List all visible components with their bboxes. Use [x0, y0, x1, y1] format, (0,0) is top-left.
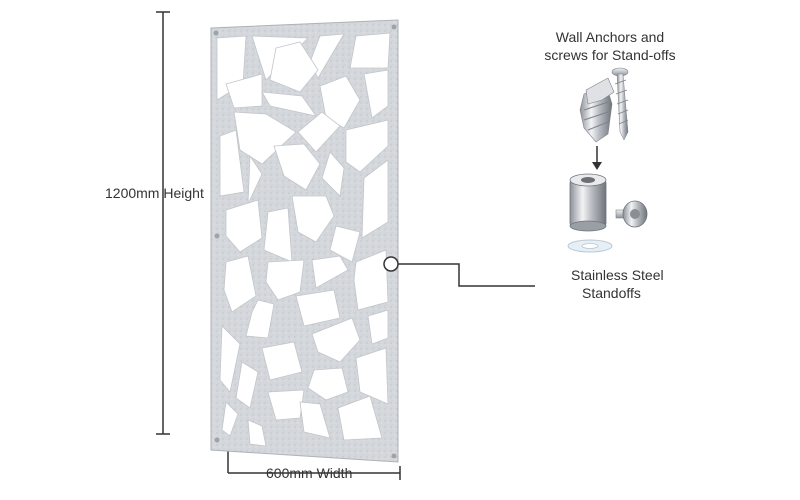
mounting-hole	[391, 24, 397, 30]
standoff-icon	[569, 173, 607, 232]
screen-panel	[210, 19, 399, 463]
standoffs-label-line1: Stainless Steel	[571, 267, 664, 283]
standoffs-label-line2: Standoffs	[582, 285, 641, 301]
standoffs-label: Stainless Steel Standoffs	[571, 266, 664, 302]
panel-mounting-holes	[213, 24, 397, 459]
mounting-hole	[214, 233, 220, 239]
height-label: 1200mm Height	[105, 185, 204, 201]
panel-cutouts	[216, 32, 391, 447]
standoff-callout	[383, 256, 535, 287]
wall-anchors-label-line2: screws for Stand-offs	[544, 47, 676, 63]
screw-icon	[611, 67, 629, 141]
mounting-hole	[391, 453, 397, 459]
mounting-hole	[213, 30, 219, 36]
cap-screw-icon	[615, 200, 648, 228]
callout-circle	[383, 256, 399, 272]
wall-anchors-label-line1: Wall Anchors and	[555, 29, 665, 45]
mounting-hole	[214, 437, 220, 443]
wall-anchor-icon	[579, 77, 615, 143]
width-label: 600mm Width	[266, 465, 353, 481]
wall-anchors-label: Wall Anchors and screws for Stand-offs	[535, 28, 685, 64]
down-arrow-icon	[592, 146, 602, 170]
callout-connector-line	[398, 263, 535, 287]
washer-icon	[567, 239, 613, 253]
height-dimension	[156, 11, 170, 435]
